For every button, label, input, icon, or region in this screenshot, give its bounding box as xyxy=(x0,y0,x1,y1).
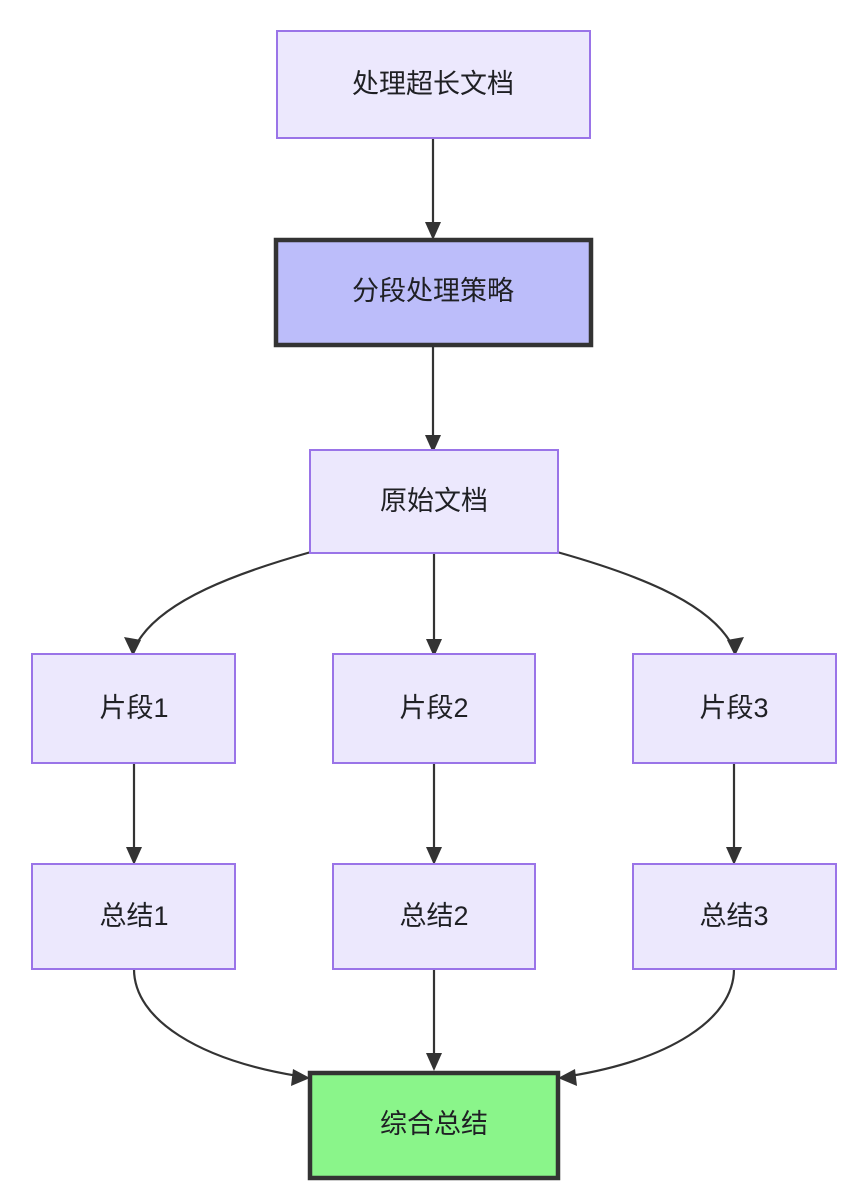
arrow-head-icon xyxy=(126,847,142,865)
node-layer: 处理超长文档 分段处理策略 原始文档 片段1 片段2 xyxy=(31,30,837,1181)
edge-n3-n6 xyxy=(556,550,744,656)
node-n7-label: 总结1 xyxy=(99,901,168,931)
node-n9-box[interactable] xyxy=(632,863,837,970)
edge-n2-n3 xyxy=(425,345,441,453)
node-n5-label: 片段2 xyxy=(399,693,468,723)
arrow-head-icon xyxy=(426,639,442,657)
arrow-head-icon xyxy=(727,637,744,656)
node-n1-label: 处理超长文档 xyxy=(352,69,514,99)
node-n10-label: 综合总结 xyxy=(380,1109,488,1139)
edge-n7-n10 xyxy=(132,968,310,1086)
node-n9-label: 总结3 xyxy=(699,901,768,931)
edge-n3-n5 xyxy=(426,553,442,657)
edge-n1-n2 xyxy=(425,138,441,240)
arrow-head-icon xyxy=(426,847,442,865)
edge-layer xyxy=(124,138,744,1086)
arrow-head-icon xyxy=(124,637,141,656)
edge-n6-n9 xyxy=(726,763,742,865)
node-n7-box[interactable] xyxy=(31,863,236,970)
node-n7[interactable]: 总结1 xyxy=(31,863,236,970)
edge-n8-n10 xyxy=(426,969,442,1071)
node-n2[interactable]: 分段处理策略 xyxy=(273,237,594,348)
node-n5-box[interactable] xyxy=(332,653,536,764)
node-n8-label: 总结2 xyxy=(399,901,468,931)
edge-n9-n10 xyxy=(558,968,736,1086)
node-n10-box[interactable] xyxy=(307,1070,561,1181)
node-n4-label: 片段1 xyxy=(99,693,168,723)
node-n6-label: 片段3 xyxy=(699,693,768,723)
edge-n4-n7 xyxy=(126,763,142,865)
node-n10[interactable]: 综合总结 xyxy=(307,1070,561,1181)
node-n1[interactable]: 处理超长文档 xyxy=(276,30,591,139)
node-n2-label: 分段处理策略 xyxy=(352,276,514,306)
node-n3-label: 原始文档 xyxy=(380,486,488,516)
node-n4[interactable]: 片段1 xyxy=(31,653,236,764)
arrow-head-icon xyxy=(726,847,742,865)
arrow-head-icon xyxy=(426,1053,442,1071)
node-n6[interactable]: 片段3 xyxy=(632,653,837,764)
arrow-head-icon xyxy=(291,1069,310,1086)
node-n9[interactable]: 总结3 xyxy=(632,863,837,970)
node-n2-box[interactable] xyxy=(273,237,594,348)
node-n6-box[interactable] xyxy=(632,653,837,764)
node-n4-box[interactable] xyxy=(31,653,236,764)
arrow-head-icon xyxy=(425,435,441,453)
node-n3-box[interactable] xyxy=(309,449,559,554)
node-n8-box[interactable] xyxy=(332,863,536,970)
node-n8[interactable]: 总结2 xyxy=(332,863,536,970)
edge-n5-n8 xyxy=(426,763,442,865)
node-n1-box[interactable] xyxy=(276,30,591,139)
edge-n3-n4 xyxy=(124,550,312,656)
arrow-head-icon xyxy=(425,222,441,240)
node-n5[interactable]: 片段2 xyxy=(332,653,536,764)
arrow-head-icon xyxy=(558,1069,577,1086)
node-n3[interactable]: 原始文档 xyxy=(309,449,559,554)
